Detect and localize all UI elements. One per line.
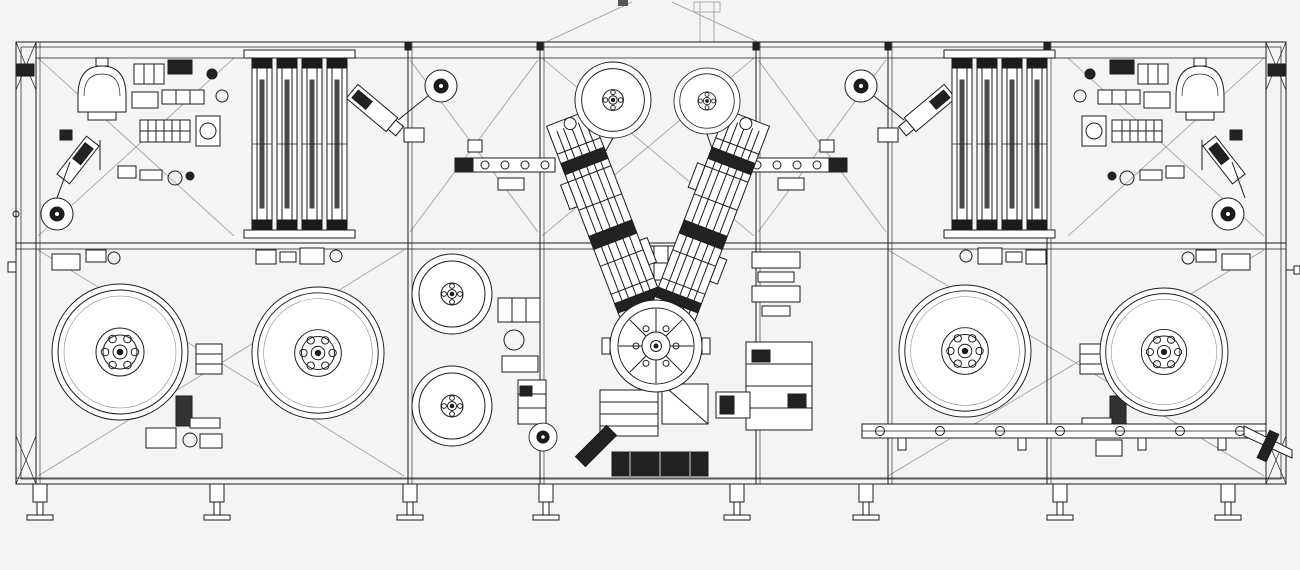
- buffer-tower-left-top-rail: [243, 49, 356, 59]
- buffer-tower-right-bottom-rail: [943, 229, 1056, 239]
- buffer-tower-left-column: [276, 57, 298, 231]
- transfer-arm-right: [873, 83, 957, 143]
- dancer-roller-right: [844, 69, 878, 103]
- buffer-tower-right-top-rail: [943, 49, 1056, 59]
- top-roll-right: [673, 67, 741, 135]
- mid-rail-fixtures-left: [51, 247, 343, 429]
- buffer-tower-left-bottom-rail: [243, 229, 356, 239]
- top-roll-left: [574, 61, 652, 139]
- frame-junction-block-left: [15, 63, 35, 77]
- buffer-tower-right-column: [976, 57, 998, 231]
- web-feed-left: [454, 139, 556, 191]
- buffer-towers: [243, 49, 1056, 239]
- process-roll-upper: [411, 253, 493, 335]
- feeder-unit-right: [1073, 57, 1246, 199]
- outfeed-conveyor: [861, 423, 1293, 463]
- payout-reel-far-right: [1099, 287, 1229, 417]
- machine-leg: [203, 483, 231, 521]
- frame-tick-marks: [404, 41, 1051, 51]
- payout-reel-right: [898, 284, 1032, 418]
- dancer-roller-left: [424, 69, 458, 103]
- machine-leg: [26, 483, 54, 521]
- buffer-tower-right-column: [1001, 57, 1023, 231]
- machine-leg: [852, 483, 880, 521]
- guide-roller-right-edge: [1211, 197, 1245, 231]
- machine-legs: [26, 483, 1242, 521]
- frame-junction-block-right: [1267, 63, 1287, 77]
- guide-roller-left-edge: [40, 197, 74, 231]
- buffer-tower-left-column: [301, 57, 323, 231]
- machine-frame: [15, 41, 1287, 485]
- buffer-tower-left-column: [326, 57, 348, 231]
- machine-leg: [723, 483, 751, 521]
- payout-reel-far-left: [51, 283, 189, 421]
- buffer-tower-left-column: [251, 57, 273, 231]
- machine-leg: [396, 483, 424, 521]
- process-roll-lower: [411, 365, 493, 447]
- machine-leg: [532, 483, 560, 521]
- idler-roller-center: [528, 422, 558, 452]
- web-feed-right: [746, 139, 848, 191]
- buffer-tower-right-column: [951, 57, 973, 231]
- machine-leg: [1046, 483, 1074, 521]
- transfer-arm-left: [345, 83, 429, 143]
- edge-fittings: [7, 210, 1300, 275]
- bottom-left-fixtures: [145, 427, 223, 449]
- feeder-unit-left: [56, 57, 229, 199]
- buffer-tower-right-column: [1026, 57, 1048, 231]
- payout-reel-left: [251, 286, 385, 420]
- machine-leg: [1214, 483, 1242, 521]
